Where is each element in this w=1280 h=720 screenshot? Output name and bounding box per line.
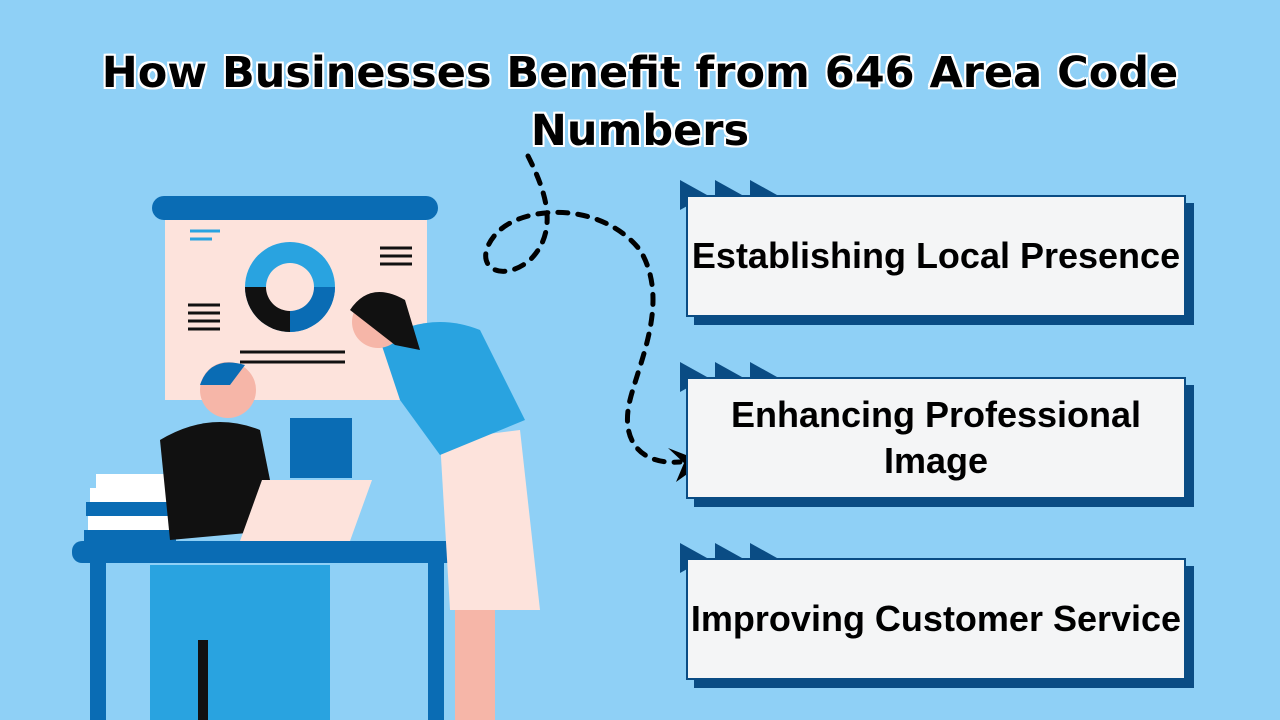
benefit-label: Improving Customer Service	[690, 598, 1182, 639]
benefit-card-professional-image: Enhancing Professional Image	[686, 377, 1186, 499]
benefit-card-local-presence: Establishing Local Presence	[686, 195, 1186, 317]
benefit-card-customer-service: Improving Customer Service	[686, 558, 1186, 680]
benefit-label: Establishing Local Presence	[691, 235, 1181, 276]
dashed-arrow-path	[483, 153, 683, 465]
page-title: How Businesses Benefit from 646 Area Cod…	[101, 48, 1179, 156]
benefit-label: Enhancing Professional Image	[730, 394, 1142, 481]
